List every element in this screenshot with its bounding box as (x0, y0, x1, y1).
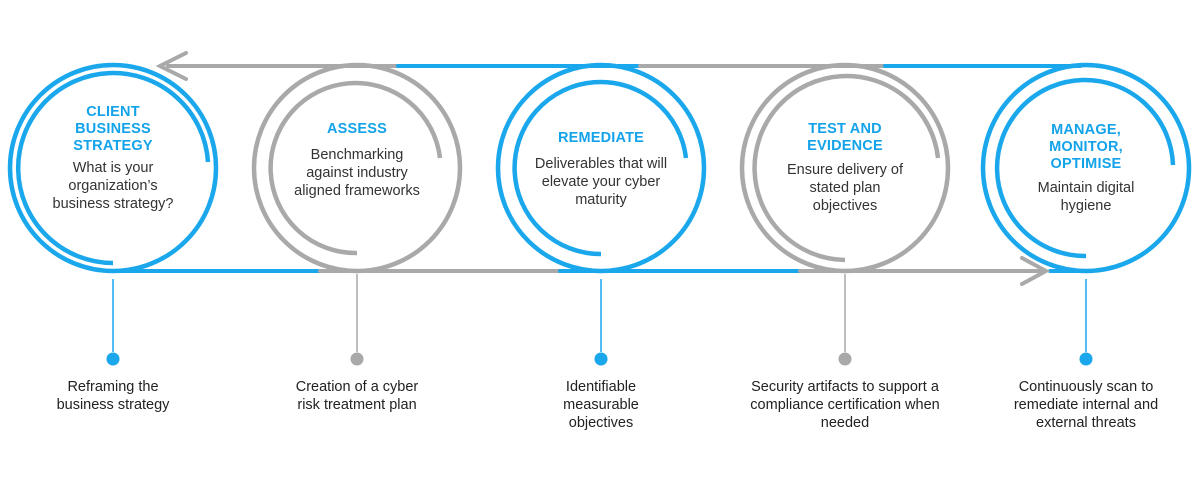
inner-ring (16, 70, 211, 266)
outer-ring (980, 62, 1192, 274)
right-arrow-head (1020, 256, 1051, 286)
stage-remediate: REMEDIATE Deliverables that will elevate… (506, 130, 696, 209)
stage-manage-monitor-optimise: MANAGE, MONITOR, OPTIMISE Maintain digit… (991, 122, 1181, 215)
stage-title: MANAGE, MONITOR, OPTIMISE (1049, 122, 1123, 172)
inner-ring (512, 79, 689, 257)
outcome-client-business-strategy: Reframing the business strategy (56, 379, 170, 413)
stage-assess: ASSESS Benchmarking against industry ali… (262, 121, 452, 200)
stage-circle-test-and-evidence (739, 62, 951, 274)
inner-ring (268, 80, 443, 256)
stage-title: ASSESS (326, 121, 388, 137)
stage-description: Deliverables that will elevate your cybe… (534, 156, 668, 208)
stage-circle-assess (251, 62, 463, 274)
connector-dot (838, 352, 852, 366)
outer-ring (495, 62, 707, 274)
inner-ring (994, 77, 1176, 259)
stage-title: CLIENT BUSINESS STRATEGY (73, 104, 153, 154)
stage-circle-manage-monitor-optimise (980, 62, 1192, 274)
connector-dot (350, 352, 364, 366)
connector-dot (1079, 352, 1093, 366)
stage-test-and-evidence: TEST AND EVIDENCE Ensure delivery of sta… (750, 121, 940, 215)
stage-circles (7, 62, 1192, 274)
outcome-remediate: Identifiable measurable objectives (563, 379, 639, 431)
stage-title: TEST AND EVIDENCE (807, 121, 883, 154)
stage-title: REMEDIATE (557, 130, 645, 146)
outcome-connectors (106, 274, 1093, 366)
outer-ring (739, 62, 951, 274)
stage-circle-remediate (495, 62, 707, 274)
inner-ring (752, 73, 941, 263)
outcome-manage-monitor-optimise: Continuously scan to remediate internal … (1013, 379, 1159, 431)
connector-dot (106, 352, 120, 366)
stage-client-business-strategy: CLIENT BUSINESS STRATEGY What is your or… (18, 104, 208, 213)
stage-description: Ensure delivery of stated plan objective… (786, 162, 904, 214)
outcome-test-and-evidence: Security artifacts to support a complian… (750, 379, 940, 431)
stage-circle-client-business-strategy (7, 62, 219, 274)
stage-description: Maintain digital hygiene (1037, 180, 1135, 214)
outer-ring (7, 62, 219, 274)
left-arrow-head (155, 51, 188, 81)
outer-ring (251, 62, 463, 274)
outcome-assess: Creation of a cyber risk treatment plan (295, 379, 419, 413)
stage-description: What is your organization’s business str… (52, 160, 174, 212)
connector-dot (594, 352, 608, 366)
stage-description: Benchmarking against industry aligned fr… (294, 147, 420, 199)
